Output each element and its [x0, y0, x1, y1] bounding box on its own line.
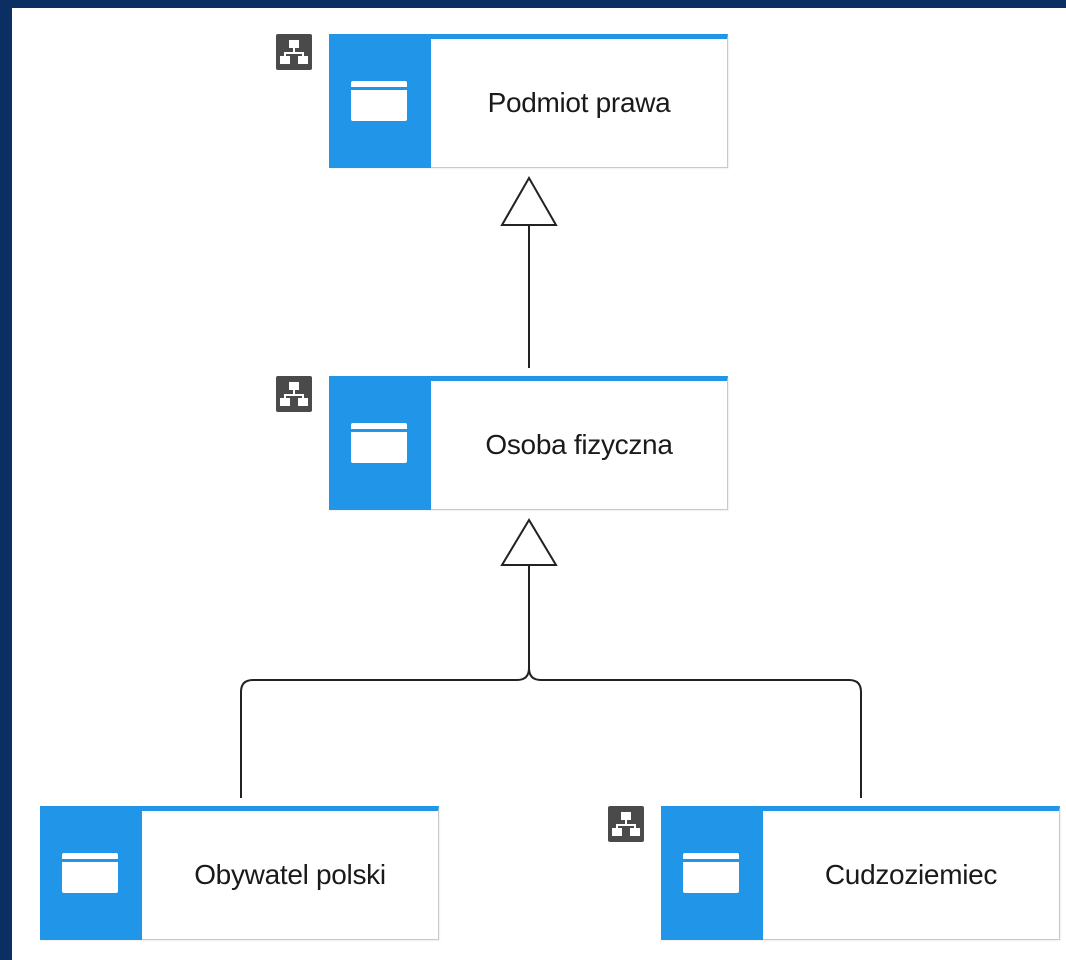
node-cudzoziemiec[interactable]: Cudzoziemiec [661, 806, 1060, 940]
window-icon [62, 853, 118, 893]
window-icon [683, 853, 739, 893]
node-obywatel-polski[interactable]: Obywatel polski [40, 806, 439, 940]
window-icon [351, 81, 407, 121]
node-podmiot-prawa[interactable]: Podmiot prawa [329, 34, 728, 168]
node-icon-panel [329, 376, 431, 510]
generalization-arrowhead-podmiot [500, 175, 558, 226]
hierarchy-icon[interactable] [608, 806, 644, 842]
node-label: Cudzoziemiec [824, 859, 998, 890]
node-icon-panel [40, 806, 142, 940]
connectors-layer [240, 175, 862, 798]
node-osoba-fizyczna[interactable]: Osoba fizyczna [329, 376, 728, 510]
diagram-canvas: Podmiot prawa Osoba fizyczna Obywatel po… [12, 8, 1066, 960]
generalization-line-obywatel [240, 667, 530, 798]
hierarchy-icon[interactable] [276, 34, 312, 70]
node-icon-panel [661, 806, 763, 940]
node-label: Obywatel polski [194, 859, 386, 890]
node-label: Podmiot prawa [487, 87, 671, 118]
window-icon [351, 423, 407, 463]
generalization-line-cudzoziemiec [528, 667, 862, 798]
hierarchy-icon[interactable] [276, 376, 312, 412]
generalization-arrowhead-osoba [500, 518, 558, 566]
node-icon-panel [329, 34, 431, 168]
node-label: Osoba fizyczna [485, 429, 673, 460]
